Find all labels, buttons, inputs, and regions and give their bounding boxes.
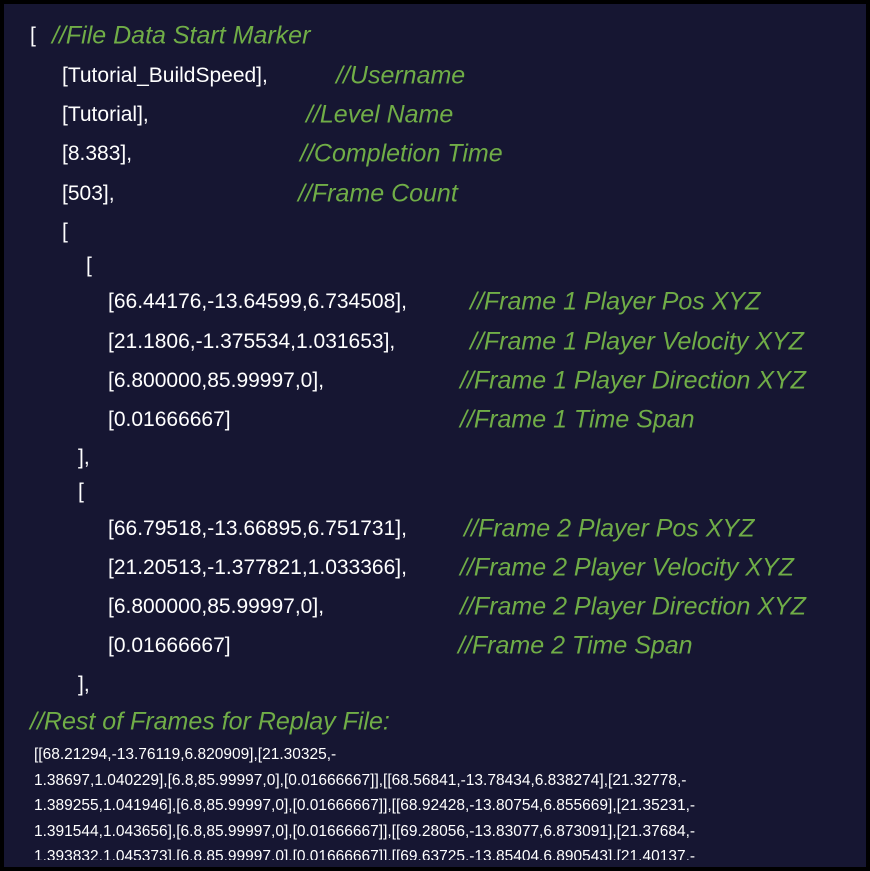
code-line: [8.383],	[62, 142, 133, 165]
rest-data-line: 1.389255,1.041946],[6.8,85.99997,0],[0.0…	[34, 797, 696, 814]
code-comment: //Completion Time	[300, 139, 503, 168]
code-line: [	[62, 220, 68, 243]
code-comment: //Frame 1 Player Direction XYZ	[460, 366, 806, 395]
code-comment: //Frame 1 Player Pos XYZ	[470, 287, 761, 316]
code-line: [	[78, 480, 84, 503]
code-line: [66.44176,-13.64599,6.734508],	[108, 290, 407, 313]
code-line: [0.01666667]	[108, 634, 231, 657]
code-listing: [ //File Data Start Marker [Tutorial_Build…	[4, 4, 866, 867]
code-line: [Tutorial],	[62, 103, 149, 126]
code-comment: //Frame 2 Player Direction XYZ	[460, 592, 806, 621]
rest-data-line: [[68.21294,-13.76119,6.820909],[21.30325…	[34, 746, 337, 763]
code-line: [Tutorial_BuildSpeed],	[62, 64, 268, 87]
code-line: [0.01666667]	[108, 408, 231, 431]
rest-data-line: 1.391544,1.043656],[6.8,85.99997,0],[0.0…	[34, 822, 696, 840]
code-line: [6.800000,85.99997,0],	[108, 369, 325, 392]
code-line: [	[30, 24, 36, 47]
code-line: ],	[78, 673, 90, 696]
rest-data-block: [[68.21294,-13.76119,6.820909],[21.30325…	[34, 742, 854, 860]
rest-data-line: 1.393832,1.045373],[6.8,85.99997,0],[0.0…	[34, 848, 696, 860]
code-comment: //Frame 2 Player Velocity XYZ	[460, 553, 794, 582]
code-comment: //Username	[336, 61, 466, 90]
rest-comment: //Rest of Frames for Replay File:	[30, 707, 390, 736]
code-comment: //Frame 1 Time Span	[460, 405, 695, 434]
code-line: [21.1806,-1.375534,1.031653],	[108, 330, 396, 353]
code-comment: //Frame 2 Time Span	[458, 631, 693, 660]
code-line: [	[86, 254, 92, 277]
code-comment: //Frame 2 Player Pos XYZ	[464, 514, 755, 543]
code-comment: //Frame Count	[298, 179, 458, 208]
rest-data-line: 1.38697,1.040229],[6.8,85.99997,0],[0.01…	[34, 771, 687, 789]
code-line: [66.79518,-13.66895,6.751731],	[108, 517, 407, 540]
code-comment: //Frame 1 Player Velocity XYZ	[470, 327, 804, 356]
code-comment: //Level Name	[306, 100, 454, 129]
code-line: [503],	[62, 182, 115, 205]
code-line: [21.20513,-1.377821,1.033366],	[108, 556, 407, 579]
code-line: [6.800000,85.99997,0],	[108, 595, 325, 618]
code-comment: //File Data Start Marker	[52, 21, 311, 50]
code-line: ],	[78, 446, 90, 469]
